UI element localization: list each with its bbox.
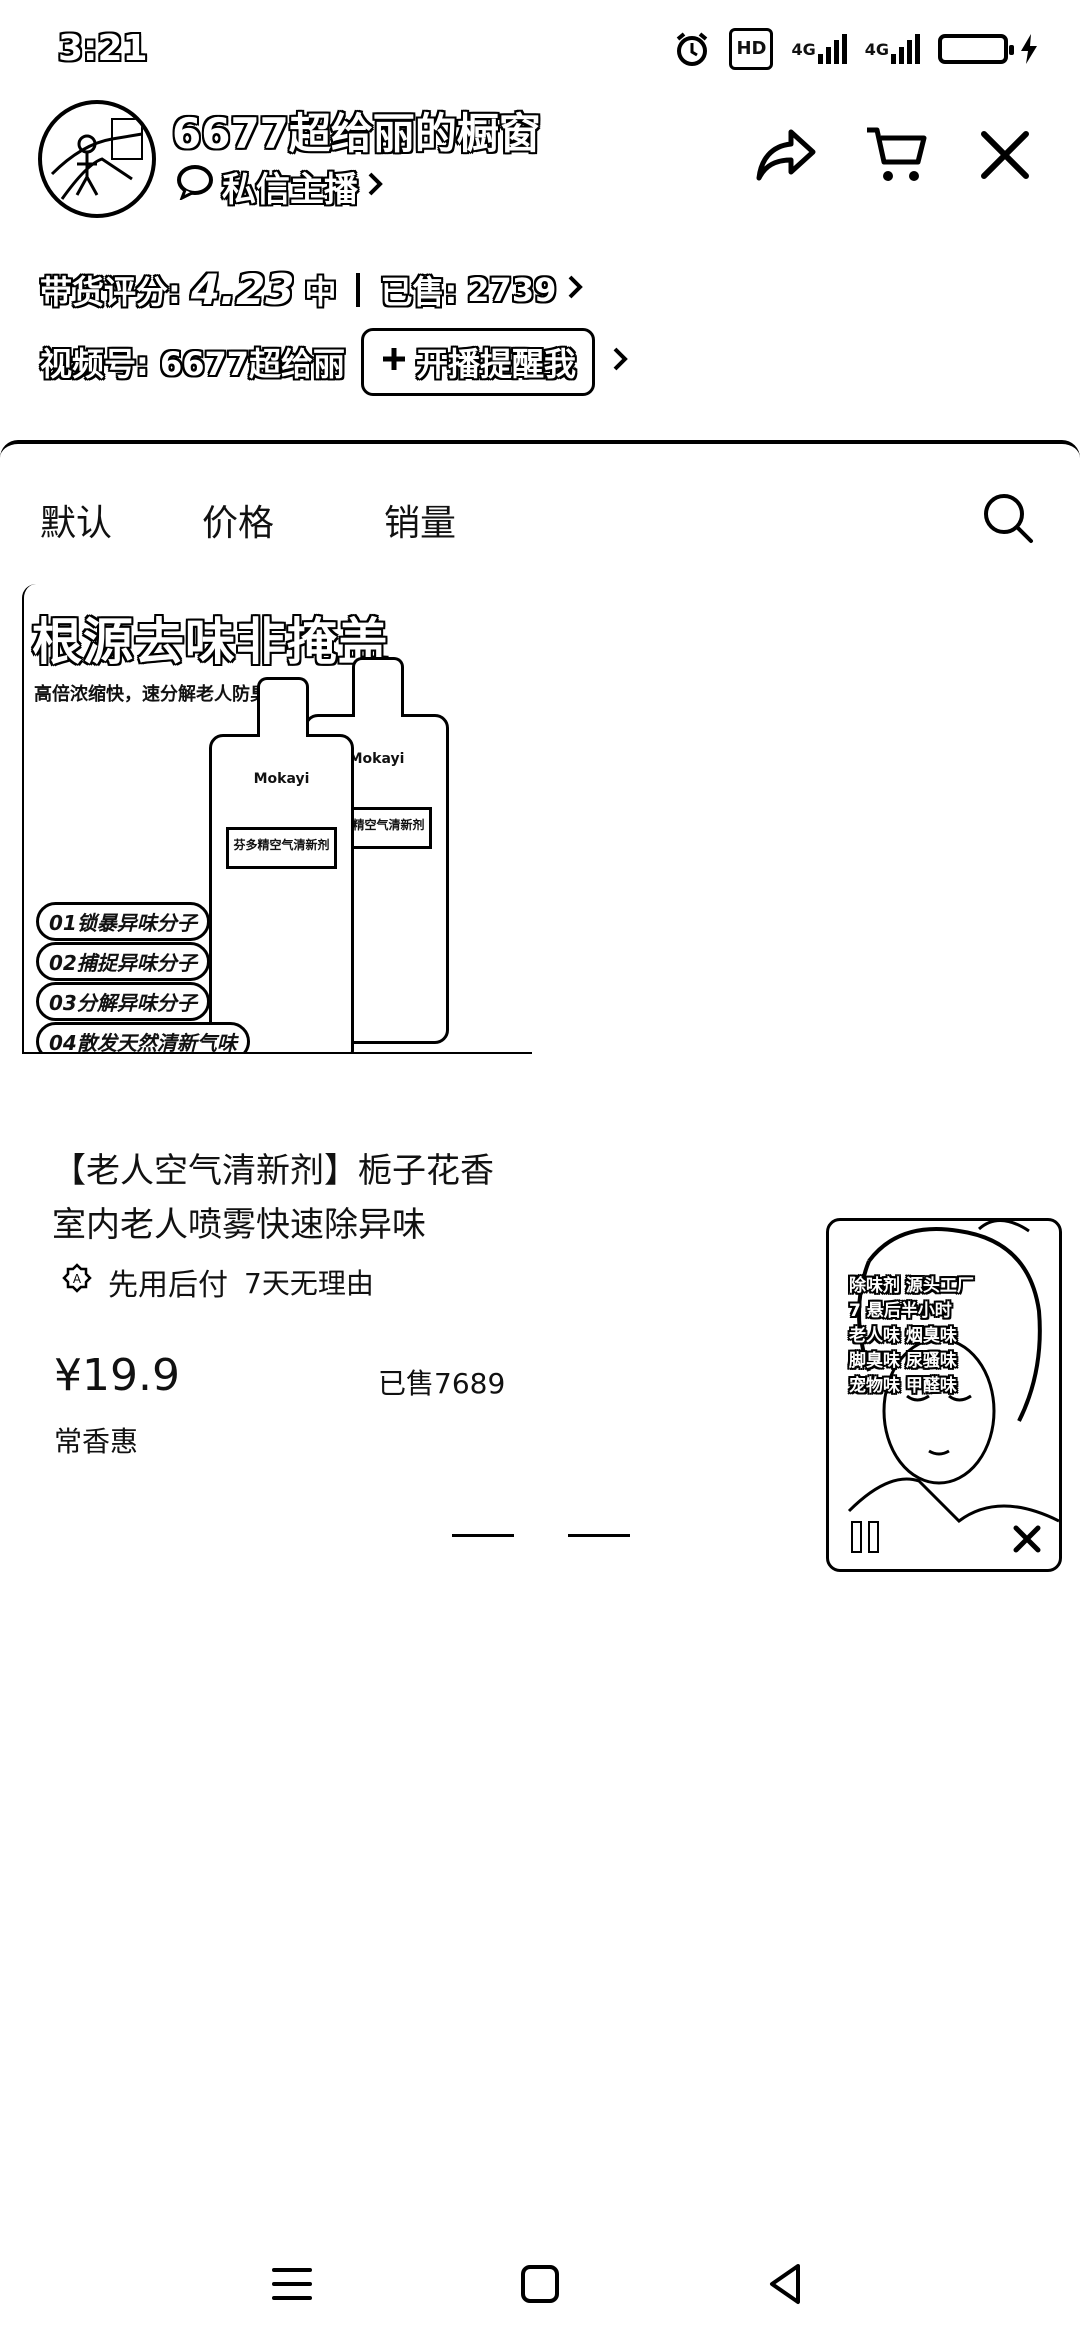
bottle-label: 芬多精空气清新剂 bbox=[226, 827, 337, 869]
plus-icon bbox=[380, 343, 408, 381]
image-feature: 03分解异味分子 bbox=[36, 982, 210, 1021]
rating-level: 中 bbox=[304, 272, 337, 311]
back-triangle-icon bbox=[756, 2264, 816, 2318]
share-button[interactable] bbox=[752, 122, 822, 192]
product-sold: 已售7689 bbox=[378, 1367, 506, 1400]
rating-row[interactable]: 带货评分: 4.23 中 已售: 2739 bbox=[40, 265, 584, 314]
network-type-label: 4G bbox=[864, 39, 889, 59]
home-button[interactable] bbox=[510, 2254, 570, 2314]
live-reminder-label: 开播提醒我 bbox=[416, 345, 577, 383]
live-caption: 除味剂 源头工厂 7 悬后半小时 老人味 烟臭味 脚臭味 尿骚味 宠物味 甲醛味 bbox=[849, 1276, 974, 1396]
chat-bubble-icon bbox=[176, 164, 214, 209]
hd-icon: HD bbox=[729, 28, 774, 70]
image-headline: 根源去味非掩盖 bbox=[32, 613, 389, 671]
close-icon bbox=[1009, 1525, 1045, 1561]
cart-button[interactable] bbox=[862, 122, 932, 192]
chevron-right-icon bbox=[566, 271, 584, 309]
loading-indicator bbox=[568, 1534, 630, 1537]
cart-icon bbox=[864, 124, 930, 190]
bottle-brand: Mokayi bbox=[253, 771, 310, 787]
bottle-graphic: Mokayi 芬多精空气清新剂 bbox=[209, 677, 354, 1052]
tab-price[interactable]: 价格 bbox=[202, 503, 275, 544]
status-bar: 3:21 HD 4G 4G bbox=[0, 0, 1080, 100]
back-button[interactable] bbox=[756, 2254, 816, 2314]
loading-indicator bbox=[452, 1534, 514, 1537]
search-button[interactable] bbox=[980, 490, 1040, 550]
product-tags: A 先用后付 7天无理由 bbox=[62, 1260, 374, 1304]
share-icon bbox=[755, 126, 819, 188]
image-subline: 高倍浓缩快，速分解老人防臭味 bbox=[34, 684, 286, 705]
close-live-button[interactable] bbox=[1009, 1521, 1045, 1557]
video-account-row: 视频号: 6677超给丽 开播提醒我 bbox=[40, 328, 629, 396]
signal-4g-icon: 4G bbox=[865, 31, 920, 67]
close-button[interactable] bbox=[970, 122, 1040, 192]
pay-later-tag: 先用后付 bbox=[108, 1268, 228, 1303]
image-feature: 02捕捉异味分子 bbox=[36, 942, 210, 981]
shop-header: 6677超给丽的橱窗 私信主播 带货评分: 4.23 中 已售: 2739 bbox=[0, 100, 1080, 440]
image-feature: 04散发天然清新气味 bbox=[36, 1022, 250, 1052]
sold-label: 已售: bbox=[380, 272, 458, 311]
menu-icon bbox=[262, 2268, 322, 2318]
live-host-illustration bbox=[847, 1221, 1059, 1523]
search-icon bbox=[980, 494, 1036, 550]
battery-charging-icon bbox=[938, 31, 1040, 67]
chevron-right-icon bbox=[366, 167, 384, 207]
message-host-label: 私信主播 bbox=[222, 170, 358, 210]
product-list-panel: 默认 价格 销量 根源去味非掩盖 高倍浓缩快，速分解老人防臭味 Mokayi 芬… bbox=[0, 440, 1080, 2244]
product-price: ¥19.9 bbox=[54, 1350, 180, 1401]
shop-name: 6677超给丽的橱窗 bbox=[172, 109, 541, 158]
product-title[interactable]: 【老人空气清新剂】栀子花香室内老人喷雾快速除异味 bbox=[52, 1151, 494, 1245]
tab-sales[interactable]: 销量 bbox=[384, 503, 457, 544]
pause-icon[interactable] bbox=[851, 1521, 879, 1553]
product-image[interactable]: 根源去味非掩盖 高倍浓缩快，速分解老人防臭味 Mokayi 芬多精空气清新剂 M… bbox=[22, 584, 532, 1054]
video-account-label[interactable]: 视频号: 6677超给丽 bbox=[40, 345, 346, 383]
status-time: 3:21 bbox=[58, 28, 148, 69]
system-nav-bar bbox=[0, 2230, 1080, 2340]
live-preview-window[interactable]: 除味剂 源头工厂 7 悬后半小时 老人味 烟臭味 脚臭味 尿骚味 宠物味 甲醛味 bbox=[826, 1218, 1062, 1572]
menu-button[interactable] bbox=[262, 2254, 322, 2314]
network-type-label: 4G bbox=[791, 39, 816, 59]
home-square-icon bbox=[510, 2265, 570, 2318]
pay-later-icon: A bbox=[62, 1263, 92, 1301]
rating-label: 带货评分: bbox=[40, 272, 181, 311]
close-icon bbox=[978, 128, 1032, 186]
sold-count: 2739 bbox=[467, 270, 557, 309]
signal-4g-icon: 4G bbox=[791, 31, 847, 67]
status-icons: HD 4G 4G bbox=[673, 28, 1040, 70]
divider bbox=[356, 272, 361, 307]
rating-value: 4.23 bbox=[190, 265, 295, 314]
image-feature: 01锁暴异味分子 bbox=[36, 902, 210, 941]
svg-text:A: A bbox=[73, 1272, 82, 1286]
alarm-icon bbox=[673, 31, 711, 67]
tab-default[interactable]: 默认 bbox=[40, 503, 113, 544]
store-name[interactable]: 常香惠 bbox=[54, 1425, 139, 1458]
return-policy-tag: 7天无理由 bbox=[244, 1267, 374, 1300]
bottle-brand: Mokayi bbox=[348, 751, 405, 767]
chevron-right-icon bbox=[611, 343, 629, 381]
live-reminder-button[interactable]: 开播提醒我 bbox=[361, 328, 596, 396]
message-host-link[interactable]: 私信主播 bbox=[176, 162, 384, 211]
avatar[interactable] bbox=[38, 100, 156, 218]
sort-tabs: 默认 价格 销量 bbox=[40, 494, 546, 546]
